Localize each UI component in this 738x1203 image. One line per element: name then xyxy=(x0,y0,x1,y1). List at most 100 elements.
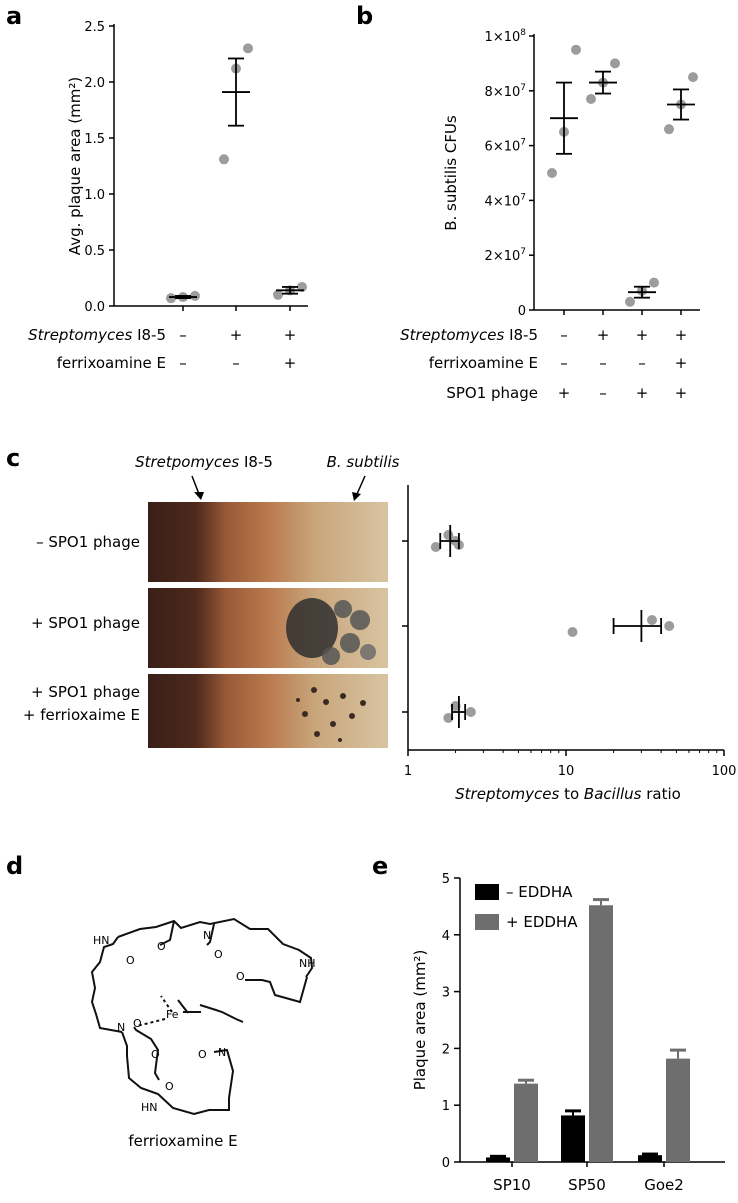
a-data-point xyxy=(190,290,200,301)
atom-n3: N xyxy=(218,1046,226,1059)
panel-label-a: a xyxy=(6,2,22,30)
b-y-tick-label: 6×107 xyxy=(485,138,526,155)
c-x-label: Streptomyces to Bacillus ratio xyxy=(455,785,681,803)
a-data-point xyxy=(273,289,283,300)
plate-image-2 xyxy=(148,588,388,668)
e-bar xyxy=(666,1058,690,1162)
a-condition-label: Streptomyces I8-5 xyxy=(28,326,166,344)
atom-o2: O xyxy=(157,940,166,953)
panel-label-d: d xyxy=(6,852,23,880)
b-condition-value: – xyxy=(599,384,607,402)
b-condition-value: – xyxy=(638,354,646,372)
panel-label-c: c xyxy=(6,444,20,472)
panel-label-b: b xyxy=(356,2,373,30)
a-condition-label: ferrixoamine E xyxy=(57,354,166,372)
panel-label-e: e xyxy=(372,852,388,880)
e-category-label: Goe2 xyxy=(644,1176,684,1194)
b-condition-label: ferrixoamine E xyxy=(429,354,538,372)
c-x-tick-label: 100 xyxy=(712,764,737,779)
e-y-tick-label: 0 xyxy=(442,1156,450,1171)
a-condition-value: + xyxy=(284,326,297,344)
b-y-tick-label: 8×107 xyxy=(485,83,526,100)
b-data-point xyxy=(649,277,659,288)
b-condition-value: + xyxy=(597,326,610,344)
c-arrowhead-bsubtilis xyxy=(352,492,361,501)
a-condition-value: + xyxy=(230,326,243,344)
c-arrow-bsubtilis xyxy=(356,475,366,495)
b-data-point xyxy=(610,58,620,69)
a-condition-value: – xyxy=(179,354,187,372)
e-legend-label: + EDDHA xyxy=(506,913,578,931)
c-row-label: – SPO1 phage xyxy=(36,533,140,551)
c-row-label: + ferrioxaime E xyxy=(23,706,140,724)
e-bar xyxy=(589,905,613,1162)
b-condition-label: SPO1 phage xyxy=(446,384,538,402)
a-y-tick-label: 2.0 xyxy=(84,76,105,91)
atom-n2: N xyxy=(203,929,211,942)
b-condition-value: – xyxy=(599,354,607,372)
a-condition-value: + xyxy=(284,354,297,372)
e-y-tick-label: 1 xyxy=(442,1099,450,1114)
a-y-tick-label: 1.5 xyxy=(84,132,105,147)
e-y-tick-label: 5 xyxy=(442,872,450,887)
plate-image-3 xyxy=(148,674,388,748)
atom-nh-right: NH xyxy=(299,957,316,970)
c-x-tick-label: 10 xyxy=(558,764,575,779)
c-arrowhead-streptomyces xyxy=(194,492,204,500)
b-y-tick-label: 1×108 xyxy=(485,28,527,45)
e-legend-swatch xyxy=(475,914,499,930)
atom-o5: O xyxy=(133,1017,142,1030)
atom-hn-top: HN xyxy=(93,934,110,947)
b-condition-value: – xyxy=(560,354,568,372)
e-bar xyxy=(514,1083,538,1162)
plate-3-colonies xyxy=(296,687,366,742)
e-legend-swatch xyxy=(475,884,499,900)
atom-hn-bottom: HN xyxy=(141,1101,158,1114)
c-data-point xyxy=(465,707,476,717)
e-bar xyxy=(486,1157,510,1162)
atom-o3: O xyxy=(214,948,223,961)
b-condition-value: + xyxy=(675,384,688,402)
b-condition-value: + xyxy=(558,384,571,402)
ferrioxamine-structure xyxy=(90,917,314,1116)
e-bar xyxy=(638,1155,662,1162)
b-data-point xyxy=(688,72,698,83)
a-y-tick-label: 0.5 xyxy=(84,244,105,259)
a-data-point xyxy=(243,43,253,54)
atom-o4: O xyxy=(236,970,245,983)
atom-o7: O xyxy=(198,1048,207,1061)
atom-o8: O xyxy=(165,1080,174,1093)
a-y-tick-label: 0.0 xyxy=(84,300,105,315)
plate-images xyxy=(148,502,388,748)
b-data-point xyxy=(547,168,557,178)
e-y-tick-label: 2 xyxy=(442,1042,450,1057)
b-condition-value: – xyxy=(560,326,568,344)
b-data-point xyxy=(664,124,674,135)
c-data-point xyxy=(646,615,657,625)
e-y-tick-label: 3 xyxy=(442,986,450,1001)
plate-2-colonies xyxy=(286,598,376,665)
b-condition-value: + xyxy=(675,326,688,344)
c-data-point xyxy=(567,627,578,637)
c-row-label: + SPO1 phage xyxy=(31,614,140,632)
a-y-tick-label: 1.0 xyxy=(84,188,105,203)
c-image-label-bsubtilis: B. subtilis xyxy=(327,453,400,471)
b-condition-value: + xyxy=(636,326,649,344)
b-data-point xyxy=(586,94,596,105)
plate-image-1 xyxy=(148,502,388,582)
ferrioxamine-atoms: HN NH HN Fe N N N O O O O O O O O xyxy=(93,929,316,1114)
e-y-tick-label: 4 xyxy=(442,929,450,944)
b-condition-value: + xyxy=(636,384,649,402)
e-category-label: SP50 xyxy=(568,1176,606,1194)
atom-fe: Fe xyxy=(166,1008,179,1021)
b-y-tick-label: 0 xyxy=(518,304,526,319)
c-data-point xyxy=(664,621,675,631)
b-data-point xyxy=(625,296,635,307)
e-bar xyxy=(561,1115,585,1162)
e-y-label: Plaque area (mm²) xyxy=(411,950,429,1091)
a-y-label: Avg. plaque area (mm²) xyxy=(66,77,84,255)
